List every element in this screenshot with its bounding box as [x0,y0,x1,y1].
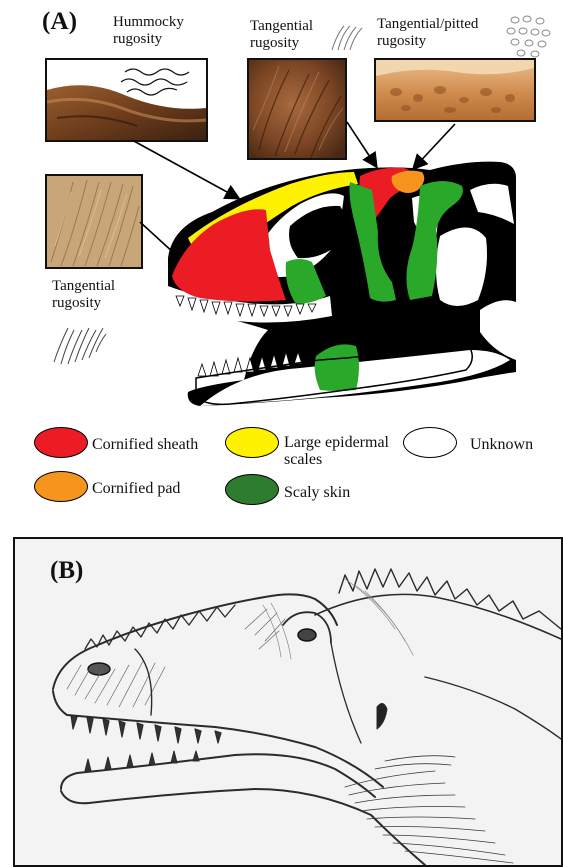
panel-b-label: (B) [50,557,83,584]
unknown-region-laterotemporal [436,227,487,306]
legend-swatch-cornified-pad [34,471,88,502]
legend-label-cornified-pad: Cornified pad [92,480,180,497]
legend-swatch-large-epidermal-scales [225,427,279,458]
legend-swatch-cornified-sheath [34,427,88,458]
legend-swatch-scaly-skin [225,474,279,505]
nostril [88,663,110,675]
panel-a: (A) Hummocky rugosity Tangential rugosit… [0,0,563,520]
eye [298,629,316,641]
skull-diagram [160,150,522,416]
legend-swatch-unknown [403,427,457,458]
legend: Cornified sheath Cornified pad Large epi… [34,427,549,507]
legend-label-large-epidermal-scales: Large epidermal scales [284,434,389,469]
legend-label-cornified-sheath: Cornified sheath [92,436,198,453]
panel-b: (B) [13,537,563,867]
legend-label-unknown: Unknown [470,436,533,453]
dinosaur-sketch: (B) [15,539,561,865]
legend-label-scaly-skin: Scaly skin [284,484,350,501]
